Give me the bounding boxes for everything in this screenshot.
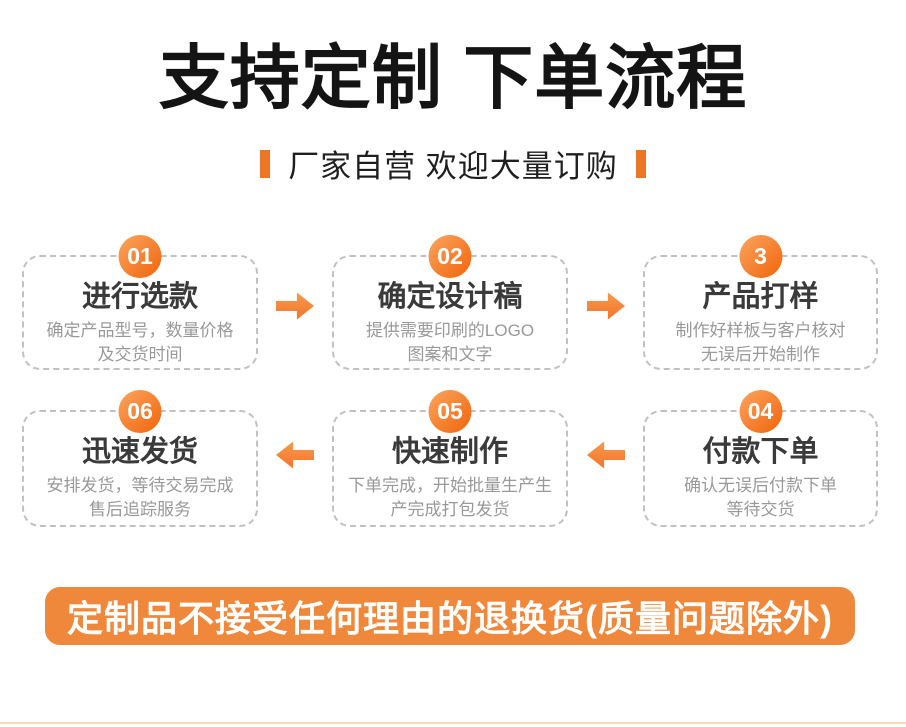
step-description-line2: 等待交货 bbox=[726, 499, 795, 519]
step-number-badge: 05 bbox=[428, 390, 472, 433]
step-description: 安排发货，等待交易完成 售后追踪服务 bbox=[24, 474, 256, 522]
subtitle-text: 厂家自营 欢迎大量订购 bbox=[288, 149, 618, 184]
step-description: 下单完成，开始批量生产生 产完成打包发货 bbox=[334, 474, 566, 522]
step-title: 快速制作 bbox=[391, 436, 508, 468]
step-number-badge: 01 bbox=[118, 235, 162, 278]
step-box-select-product: 01 进行选款 确定产品型号，数量价格 及交货时间 bbox=[22, 235, 258, 370]
step-description-line1: 确认无误后付款下单 bbox=[684, 475, 837, 495]
step-box-fast-shipping: 06 迅速发货 安排发货，等待交易完成 售后追踪服务 bbox=[22, 390, 258, 527]
flow-arrow-right-icon bbox=[587, 292, 625, 320]
step-description-line2: 及交货时间 bbox=[97, 344, 183, 364]
subtitle-accent-bar-left bbox=[260, 149, 271, 178]
step-title: 进行选款 bbox=[81, 281, 198, 313]
step-description: 提供需要印刷的LOGO 图案和文字 bbox=[334, 319, 566, 367]
step-title: 产品打样 bbox=[702, 281, 819, 313]
step-number-badge: 06 bbox=[118, 390, 162, 433]
page-title: 支持定制 下单流程 bbox=[158, 39, 748, 117]
step-description-line1: 制作好样板与客户核对 bbox=[675, 320, 846, 340]
step-box-confirm-design: 02 确定设计稿 提供需要印刷的LOGO 图案和文字 bbox=[332, 235, 568, 370]
step-description: 确定产品型号，数量价格 及交货时间 bbox=[24, 319, 256, 367]
step-number-badge: 3 bbox=[739, 235, 782, 278]
step-box-fast-production: 05 快速制作 下单完成，开始批量生产生 产完成打包发货 bbox=[332, 390, 568, 527]
step-title: 确定设计稿 bbox=[377, 281, 523, 313]
subtitle: 厂家自营 欢迎大量订购 bbox=[0, 141, 906, 186]
step-title: 付款下单 bbox=[702, 436, 819, 468]
notice-banner-text: 定制品不接受任何理由的退换货(质量问题除外) bbox=[67, 598, 833, 639]
step-description-line2: 售后追踪服务 bbox=[89, 499, 191, 519]
flow-arrow-right-icon bbox=[276, 292, 314, 320]
step-description-line1: 提供需要印刷的LOGO bbox=[365, 320, 535, 340]
flow-arrow-left-icon bbox=[276, 441, 314, 469]
step-description-line2: 产完成打包发货 bbox=[390, 499, 510, 519]
step-description: 确认无误后付款下单 等待交货 bbox=[645, 474, 876, 522]
step-box-product-sample: 3 产品打样 制作好样板与客户核对 无误后开始制作 bbox=[643, 235, 878, 370]
step-number-badge: 04 bbox=[739, 390, 782, 433]
step-description-line2: 图案和文字 bbox=[407, 344, 493, 364]
flow-arrow-left-icon bbox=[587, 441, 625, 469]
notice-banner: 定制品不接受任何理由的退换货(质量问题除外) bbox=[45, 587, 855, 645]
step-description: 制作好样板与客户核对 无误后开始制作 bbox=[645, 319, 876, 367]
step-title: 迅速发货 bbox=[81, 436, 198, 468]
step-description-line1: 确定产品型号，数量价格 bbox=[46, 320, 234, 340]
step-description-line1: 安排发货，等待交易完成 bbox=[46, 475, 234, 495]
section-divider-line bbox=[0, 722, 906, 724]
step-box-payment-order: 04 付款下单 确认无误后付款下单 等待交货 bbox=[643, 390, 878, 527]
step-number-badge: 02 bbox=[428, 235, 472, 278]
step-description-line2: 无误后开始制作 bbox=[701, 344, 820, 364]
subtitle-accent-bar-right bbox=[635, 149, 646, 178]
step-description-line1: 下单完成，开始批量生产生 bbox=[348, 475, 552, 495]
